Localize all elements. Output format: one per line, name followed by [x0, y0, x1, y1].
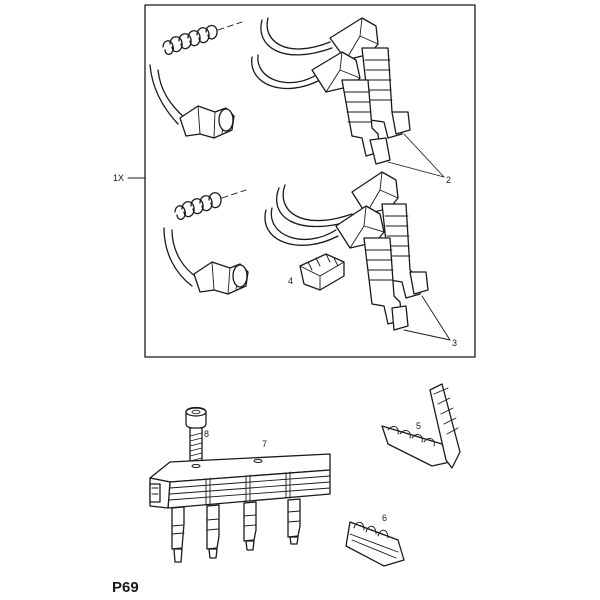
- part-8-bolt: [185, 406, 207, 463]
- callout-6: 6: [382, 513, 387, 523]
- set-qty-label: 1X: [113, 173, 124, 183]
- upper-front-cap: [311, 51, 391, 165]
- part-7-ignition-coil: [149, 453, 331, 563]
- coil-towers: [171, 498, 301, 563]
- set-frame: [144, 4, 476, 358]
- upper-harness: [149, 17, 411, 165]
- lower-coil: [174, 189, 247, 220]
- leader-3b: [403, 329, 451, 341]
- callout-8: 8: [204, 429, 209, 439]
- upper-coil: [162, 21, 243, 55]
- leader-2b: [387, 161, 445, 178]
- callout-2: 2: [446, 175, 451, 185]
- upper-rear-cap: [329, 17, 411, 139]
- leader-3a: [421, 295, 451, 341]
- part-5-cable-guide: [381, 383, 461, 469]
- part-4-clip: [299, 253, 345, 291]
- lower-harness: [163, 171, 429, 331]
- callout-5: 5: [416, 421, 421, 431]
- callout-7: 7: [262, 439, 267, 449]
- callout-3: 3: [452, 338, 457, 348]
- leader-2a: [403, 133, 445, 178]
- callout-4: 4: [288, 276, 293, 286]
- part-6-clip: [345, 521, 405, 567]
- page-code: P69: [112, 579, 139, 596]
- lower-front-cap: [335, 205, 409, 331]
